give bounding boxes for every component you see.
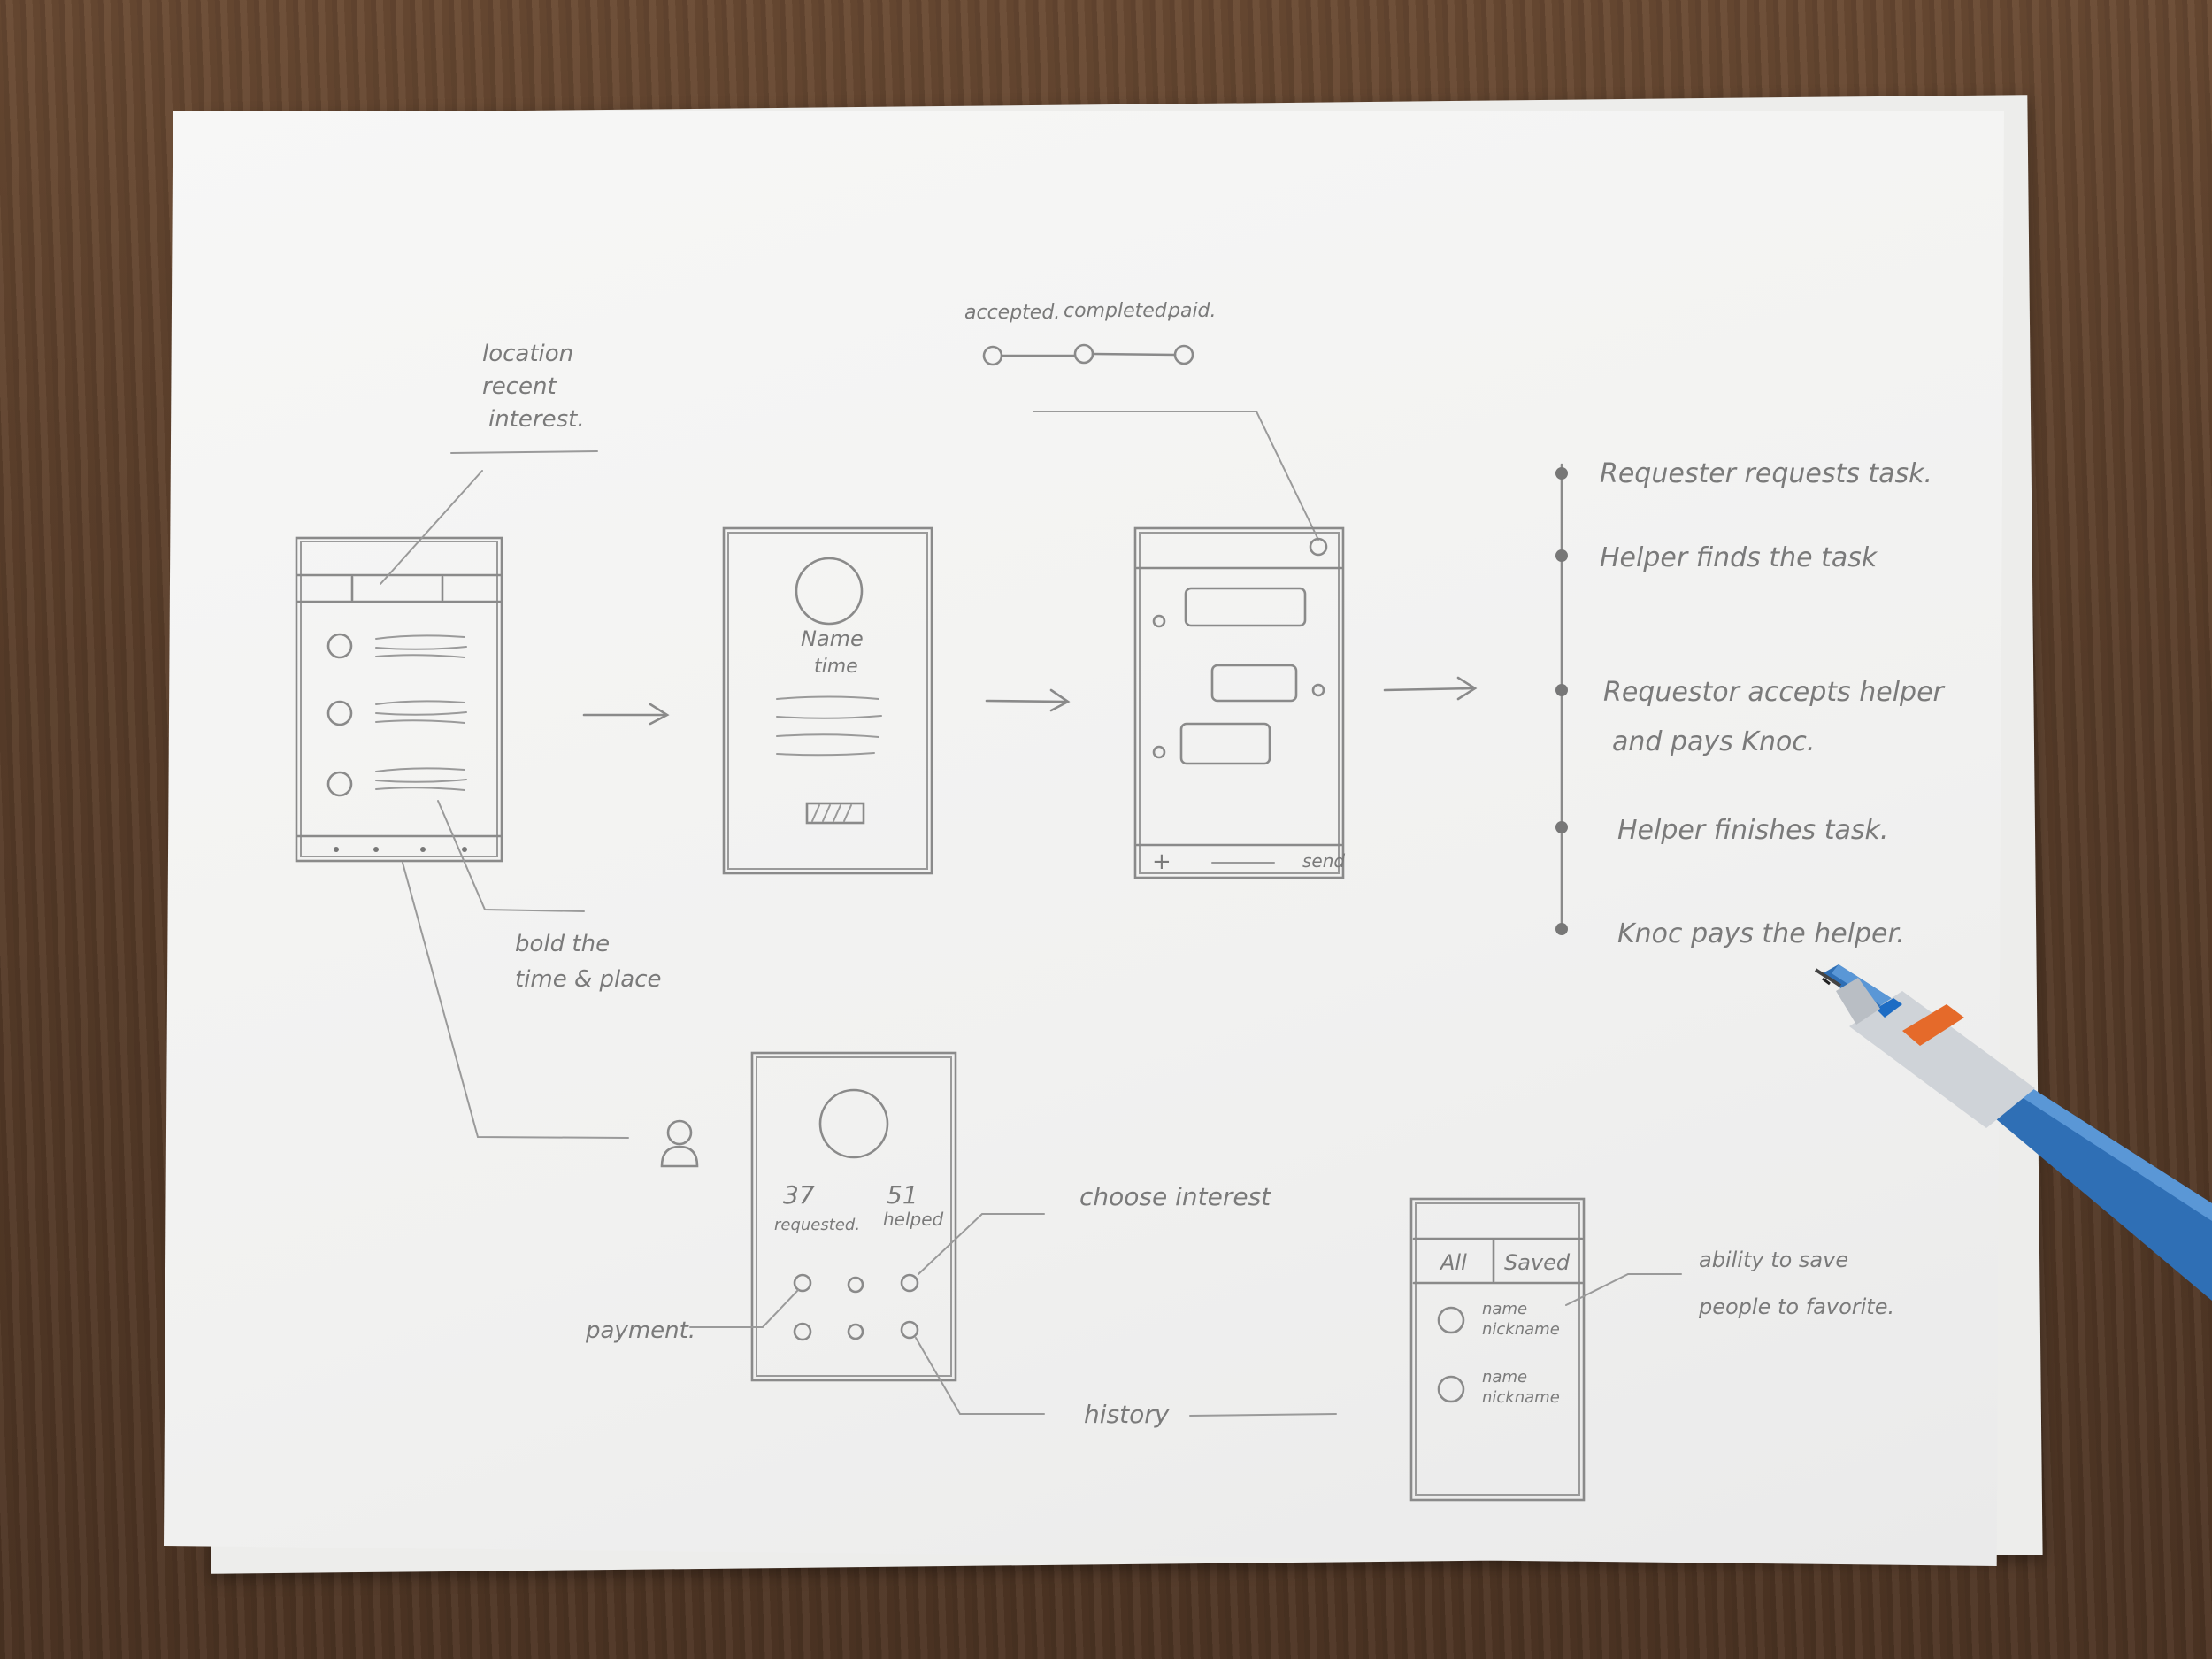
- profile-time-label: time: [814, 656, 858, 678]
- menu-icon: [847, 1323, 864, 1340]
- task-detail-screen-sketch: [722, 526, 933, 875]
- timeline-step-3: Requestor accepts helper: [1603, 677, 1946, 708]
- avatar-icon: [326, 700, 353, 726]
- feed-screen-sketch: [295, 450, 629, 1139]
- mechanical-pencil: [1814, 964, 2212, 1301]
- contact-avatar-icon: [1437, 1375, 1465, 1403]
- menu-icon: [793, 1273, 812, 1293]
- timeline-step-2: Helper finds the task: [1600, 542, 1878, 573]
- requested-label: requested.: [774, 1216, 860, 1234]
- profile-name-label: Name: [801, 626, 864, 651]
- arrow-icon: [1383, 676, 1478, 701]
- tab-saved: Saved: [1504, 1250, 1571, 1275]
- timeline-step-1: Requester requests task.: [1600, 458, 1932, 489]
- note-choose-interest: choose interest: [1079, 1182, 1271, 1211]
- user-icon: [660, 1119, 699, 1168]
- arrow-icon: [582, 703, 670, 726]
- helped-count: 51: [887, 1180, 918, 1210]
- note-location: location: [482, 341, 573, 367]
- chat-bubble: [1179, 722, 1271, 765]
- profile-screen-sketch: [689, 1051, 1337, 1417]
- helped-label: helped: [883, 1209, 944, 1230]
- chat-bubble: [1184, 587, 1307, 627]
- arrow-icon: [985, 688, 1071, 712]
- favorites-screen-sketch: [1409, 1197, 1682, 1502]
- note-interest: interest.: [488, 406, 585, 433]
- note-bold: bold the: [515, 931, 610, 957]
- profile-photo-icon: [818, 1088, 889, 1159]
- menu-icon: [900, 1273, 919, 1293]
- menu-icon: [900, 1320, 919, 1340]
- sketch-paper: [164, 111, 2004, 1566]
- contact-nickname: nickname: [1482, 1388, 1560, 1407]
- contact-name: name: [1482, 1300, 1527, 1318]
- note-payment: payment.: [585, 1317, 695, 1344]
- note-history: history: [1084, 1400, 1170, 1429]
- chat-screen-sketch: [1133, 526, 1345, 879]
- avatar-icon: [326, 771, 353, 797]
- process-timeline: [1555, 463, 1568, 935]
- accept-button-sketch: [805, 802, 865, 825]
- requested-count: 37: [783, 1180, 815, 1210]
- contact-name: name: [1482, 1368, 1527, 1386]
- timeline-step-4: Helper finishes task.: [1617, 815, 1888, 846]
- timeline-step-5: Knoc pays the helper.: [1617, 918, 1905, 949]
- note-favorite: people to favorite.: [1698, 1294, 1894, 1319]
- chat-plus-icon: +: [1152, 849, 1171, 875]
- contact-nickname: nickname: [1482, 1320, 1560, 1339]
- list-text-scribble: [375, 634, 467, 791]
- status-progress-bar: [982, 343, 1194, 366]
- contact-avatar-icon: [1437, 1306, 1465, 1334]
- note-recent: recent: [482, 373, 557, 400]
- profile-photo-icon: [795, 557, 864, 626]
- status-dot-icon: [1309, 537, 1328, 557]
- timeline-step-3b: and pays Knoc.: [1612, 726, 1815, 757]
- status-completed: completed.: [1064, 300, 1173, 322]
- note-time-place: time & place: [515, 966, 662, 993]
- menu-icon: [847, 1276, 864, 1294]
- tab-all: All: [1439, 1250, 1467, 1275]
- status-paid: paid.: [1167, 300, 1217, 322]
- avatar-icon: [326, 633, 353, 659]
- status-accepted: accepted.: [964, 302, 1060, 324]
- chat-bubble: [1210, 664, 1298, 703]
- note-ability: ability to save: [1699, 1248, 1848, 1272]
- chat-send-label: send: [1302, 850, 1345, 872]
- menu-icon: [793, 1322, 812, 1341]
